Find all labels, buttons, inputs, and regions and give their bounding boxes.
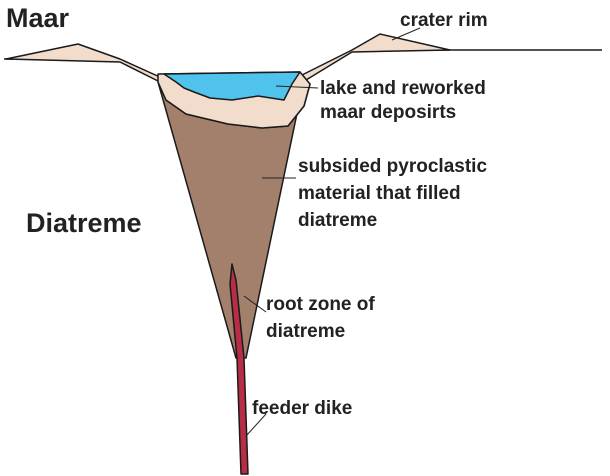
crater-rim-right [299, 33, 451, 81]
diatreme-title: Diatreme [26, 208, 142, 238]
lake-label-line1: lake and reworked [320, 78, 486, 99]
crater-rim-left [5, 43, 163, 83]
lake-label-line2: maar deposirts [320, 102, 456, 123]
feeder-dike-leader [245, 413, 267, 437]
root-zone-label-line2: diatreme [266, 321, 345, 342]
pyroclastic-label-line2: material that filled [298, 183, 461, 204]
lake-leader [275, 85, 319, 89]
crater-lake [163, 71, 301, 101]
crater-rim-label: crater rim [400, 10, 488, 31]
root-zone-leader [243, 295, 267, 313]
pyroclastic-label-line1: subsided pyroclastic [298, 156, 487, 177]
maar-title: Maar [6, 3, 70, 33]
feeder-dike-label: feeder dike [252, 398, 352, 419]
feeder-dike [229, 263, 249, 475]
crater-rim-leader [391, 27, 421, 41]
root-zone-label-line1: root zone of [266, 294, 375, 315]
pyroclastic-label-line3: diatreme [298, 210, 377, 231]
